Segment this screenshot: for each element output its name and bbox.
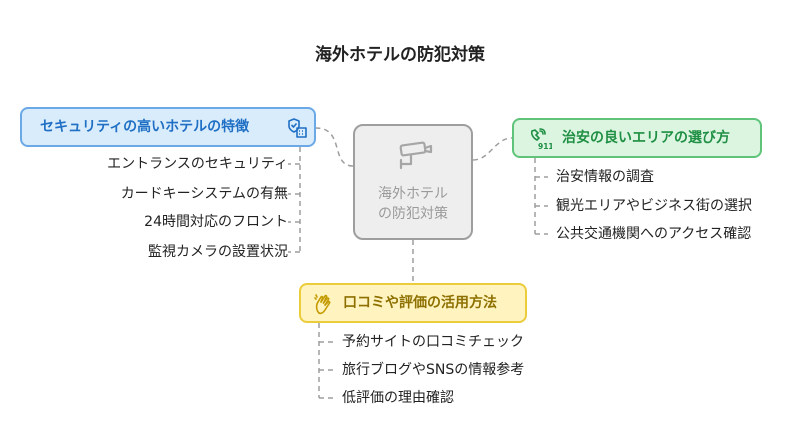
branch-features-label: セキュリティの高いホテルの特徴 [40,119,250,135]
list-item: 旅行ブログやSNSの情報参考 [342,362,525,378]
branch-area-label: 治安の良いエリアの選び方 [562,130,730,146]
list-item: 予約サイトの口コミチェック [342,334,524,350]
list-item: 監視カメラの設置状況 [148,244,288,260]
list-item: 観光エリアやビジネス街の選択 [556,198,752,214]
phone-911-icon: 911 [530,128,552,150]
diagram-title: 海外ホテルの防犯対策 [315,45,485,65]
connector-center-area [472,137,513,161]
security-camera-icon [399,141,433,170]
list-item: 治安情報の調査 [556,169,654,185]
clapping-hands-icon [314,294,331,315]
list-item: 24時間対応のフロント [144,214,288,230]
list-item: 低評価の理由確認 [342,390,454,406]
connector-center-features [315,127,354,167]
list-item: 公共交通機関へのアクセス確認 [556,226,752,242]
branch-area: 911 治安の良いエリアの選び方 [512,118,762,158]
building-shield-icon [288,118,307,138]
list-item: エントランスのセキュリティ [107,156,288,172]
branch-reviews-label: 口コミや評価の活用方法 [343,295,497,311]
central-topic-node: 海外ホテル の防犯対策 [353,124,473,240]
icon-caption-911: 911 [538,142,552,150]
list-item: カードキーシステムの有無 [120,186,288,202]
branch-features: セキュリティの高いホテルの特徴 [20,107,316,147]
central-topic-label: 海外ホテル の防犯対策 [378,186,448,222]
branch-reviews: 口コミや評価の活用方法 [299,283,527,323]
